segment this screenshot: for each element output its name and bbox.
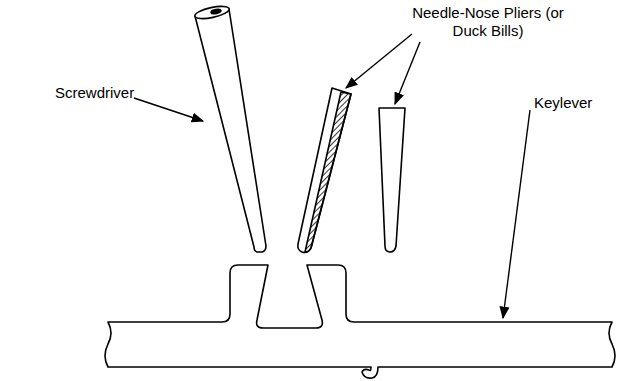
leader-line <box>346 34 412 88</box>
screwdriver-shaft <box>195 9 266 252</box>
keylever-body <box>105 265 615 378</box>
screwdriver-end <box>194 4 230 21</box>
part-label: Screwdriver <box>55 84 134 102</box>
pliers-jaw <box>298 88 351 253</box>
part-label: Keylever <box>534 94 592 112</box>
leader-line <box>134 98 203 121</box>
leader-line <box>395 42 420 104</box>
jaw-serration <box>305 92 351 252</box>
pliers-jaw <box>379 108 405 252</box>
part-label: Needle-Nose Pliers (or Duck Bills) <box>412 4 564 40</box>
leader-line <box>503 110 530 318</box>
